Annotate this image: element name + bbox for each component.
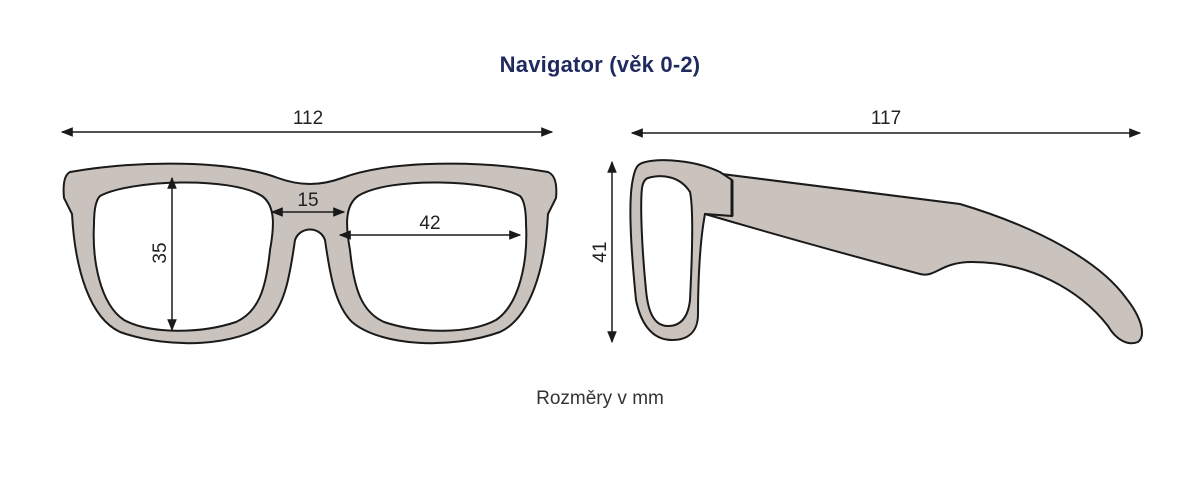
- front-width-label: 112: [293, 108, 323, 129]
- side-lens: [640, 175, 694, 328]
- right-lens: [346, 181, 528, 332]
- side-height-label: 41: [590, 241, 611, 262]
- units-caption: Rozměry v mm: [536, 388, 664, 409]
- front-view: [62, 162, 558, 345]
- lens-height-label: 35: [150, 242, 171, 263]
- left-lens: [92, 181, 274, 332]
- bridge-label: 15: [297, 190, 318, 211]
- side-length-label: 117: [871, 108, 901, 129]
- diagram-title: Navigator (věk 0-2): [499, 52, 701, 77]
- side-view: [629, 159, 1143, 345]
- lens-width-label: 42: [419, 213, 440, 234]
- temple-arm: [688, 168, 1143, 345]
